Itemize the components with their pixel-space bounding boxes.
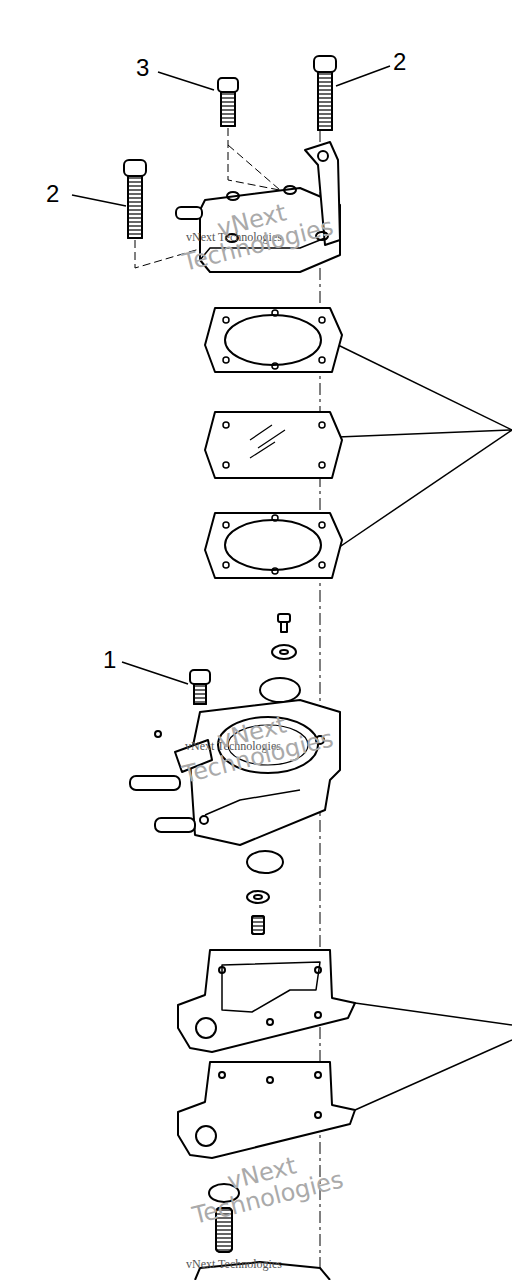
callout-number: 2 [46,182,59,206]
watermark: vNext Technologies [186,1258,282,1270]
callout-number: 1 [103,648,116,672]
callout-number: 3 [136,56,149,80]
callout-number: 2 [393,50,406,74]
